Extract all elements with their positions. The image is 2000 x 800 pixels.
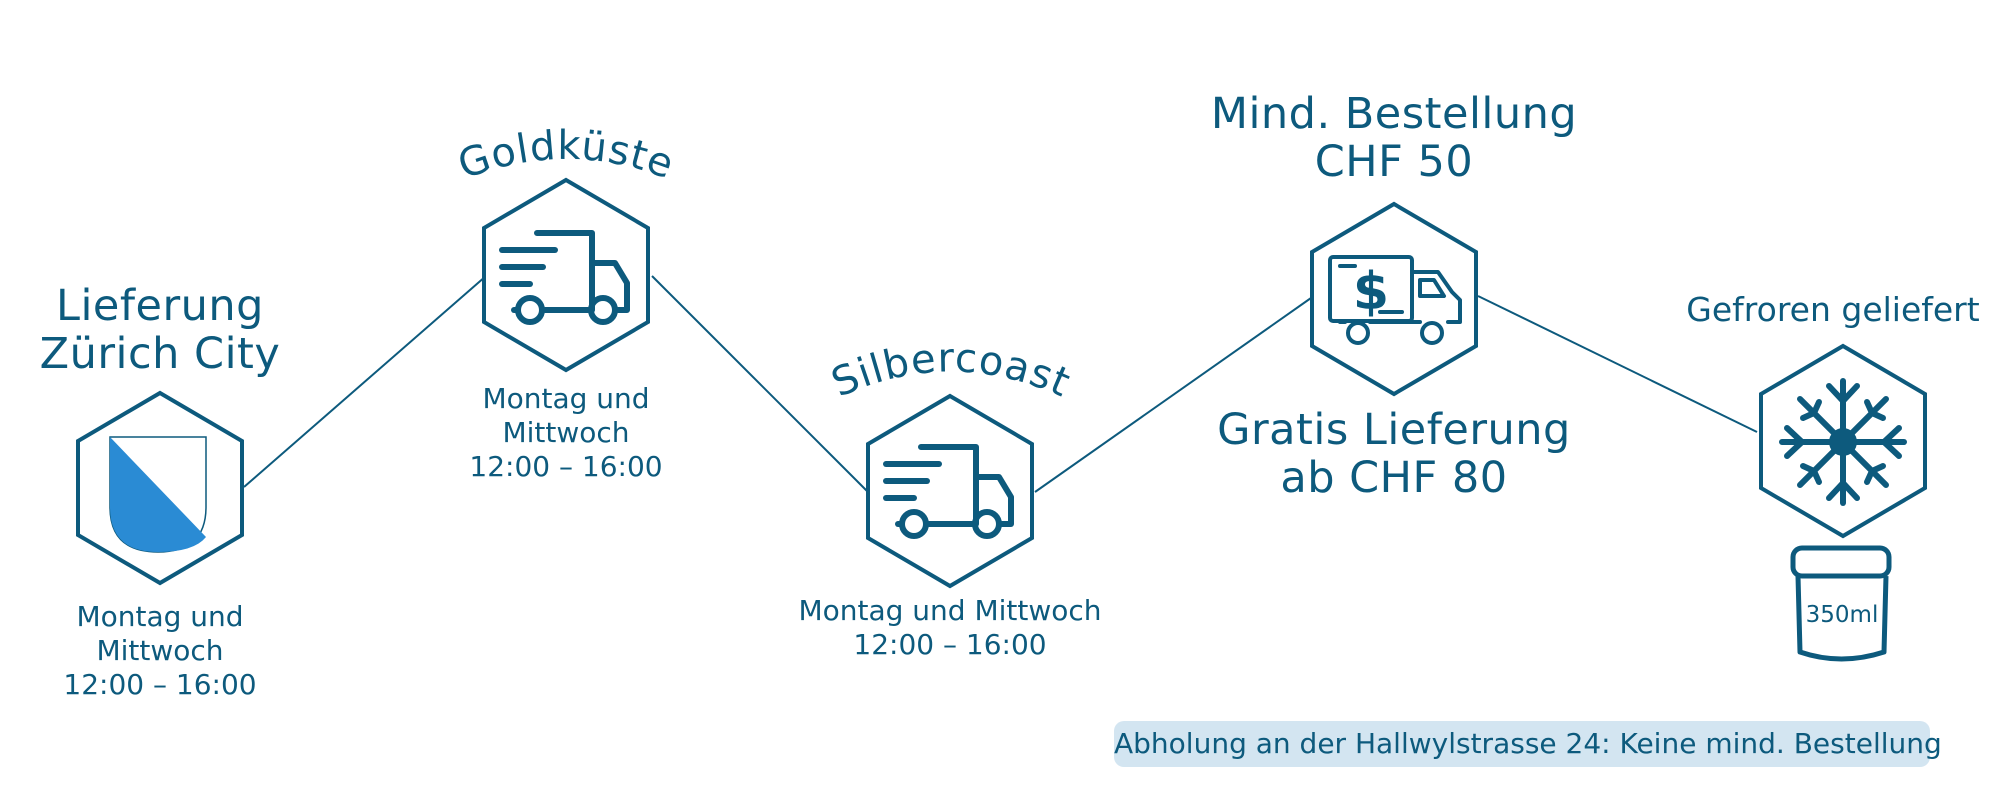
free-delivery-line: ab CHF 80 (1280, 453, 1508, 503)
pickup-note-badge: Abholung an der Hallwylstrasse 24: Keine… (1114, 721, 1942, 767)
connector-lines (243, 275, 1758, 493)
frozen-hexagon (1759, 343, 1927, 539)
minimum-order-hexagon: $ (1310, 201, 1478, 397)
money-truck-icon (1328, 255, 1462, 345)
minimum-order-title-line: Mind. Bestellung (1210, 89, 1578, 139)
free-delivery-note: Gratis Lieferung ab CHF 80 (1194, 406, 1594, 502)
schedule-line: Montag und (76, 600, 244, 633)
connector-line (1034, 297, 1312, 493)
zurich-city-title-line: Zürich City (39, 329, 281, 379)
frozen-title: Gefroren geliefert (1686, 290, 1980, 329)
container-volume-label: 350ml (1806, 602, 1879, 628)
tub-container-icon (1790, 545, 1892, 662)
schedule-line: 12:00 – 16:00 (853, 628, 1047, 661)
schedule-line: Mittwoch (96, 634, 224, 667)
schedule-line: 12:00 – 16:00 (63, 668, 257, 701)
goldkueste-hexagon (482, 177, 650, 373)
zurich-hexagon (76, 390, 244, 586)
goldkueste-schedule: Montag und Mittwoch 12:00 – 16:00 (436, 382, 696, 484)
connector-line (651, 275, 869, 493)
free-delivery-line: Gratis Lieferung (1217, 405, 1571, 455)
schedule-line: Montag und (482, 382, 650, 415)
delivery-truck-icon (499, 230, 630, 325)
schedule-line: 12:00 – 16:00 (469, 450, 663, 483)
connector-line (1477, 295, 1758, 433)
schedule-line: Mittwoch (502, 416, 630, 449)
schedule-line: Montag und Mittwoch (798, 594, 1102, 627)
connector-line (243, 275, 487, 488)
zurich-city-title-line: Lieferung (56, 281, 264, 331)
silbercoast-hexagon (866, 393, 1034, 589)
dollar-sign-text: $ (1353, 262, 1389, 322)
zurich-shield-icon (109, 436, 207, 553)
delivery-truck-icon (883, 444, 1014, 539)
minimum-order-title-line: CHF 50 (1314, 137, 1474, 187)
zurich-city-title: Lieferung Zürich City (30, 282, 290, 378)
minimum-order-title: Mind. Bestellung CHF 50 (1194, 90, 1594, 186)
silbercoast-schedule: Montag und Mittwoch 12:00 – 16:00 (780, 594, 1120, 662)
zurich-city-schedule: Montag und Mittwoch 12:00 – 16:00 (30, 600, 290, 702)
